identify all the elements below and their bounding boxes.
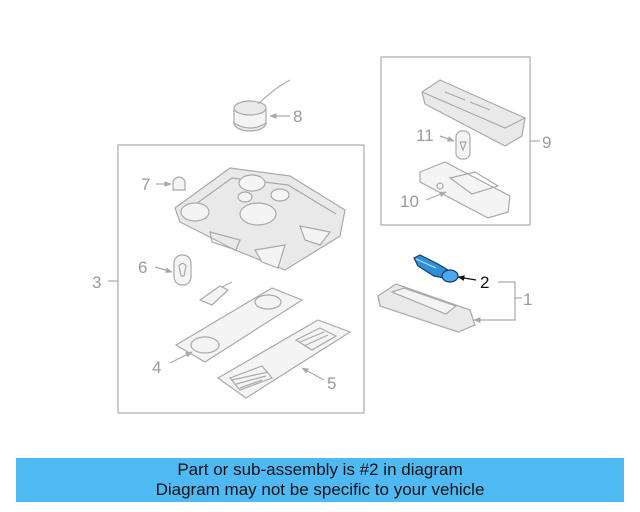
callout-1: 1 [523,290,532,309]
callout-7: 7 [141,175,150,194]
part-5-lens [216,319,352,399]
part-6-holder [173,254,192,286]
callout-11: 11 [416,126,434,145]
callout-6: 6 [138,258,147,277]
info-banner: Part or sub-assembly is #2 in diagram Di… [16,458,624,502]
part-10-lens [419,161,511,219]
callout-9: 9 [542,133,551,152]
callout-2: 2 [480,273,489,292]
callout-3: 3 [92,273,101,292]
callout-5: 5 [327,374,336,393]
part-2-bulb-highlighted[interactable] [413,254,459,283]
part-7-cap [172,176,186,191]
part-9-lamp-housing [421,79,526,147]
banner-line-2: Diagram may not be specific to your vehi… [155,480,485,499]
callout-4: 4 [152,358,161,377]
callout-10: 10 [400,192,419,211]
callout-8: 8 [293,107,302,126]
part-4-lens [174,287,304,363]
part-8-socket [233,79,291,132]
overhead-console-housing [174,167,346,271]
banner-line-1: Part or sub-assembly is #2 in diagram [177,460,463,479]
part-1-lamp-housing [377,283,476,333]
assembly-box-3 [117,144,365,414]
part-11-clip [455,130,471,160]
small-bulb [198,281,233,306]
